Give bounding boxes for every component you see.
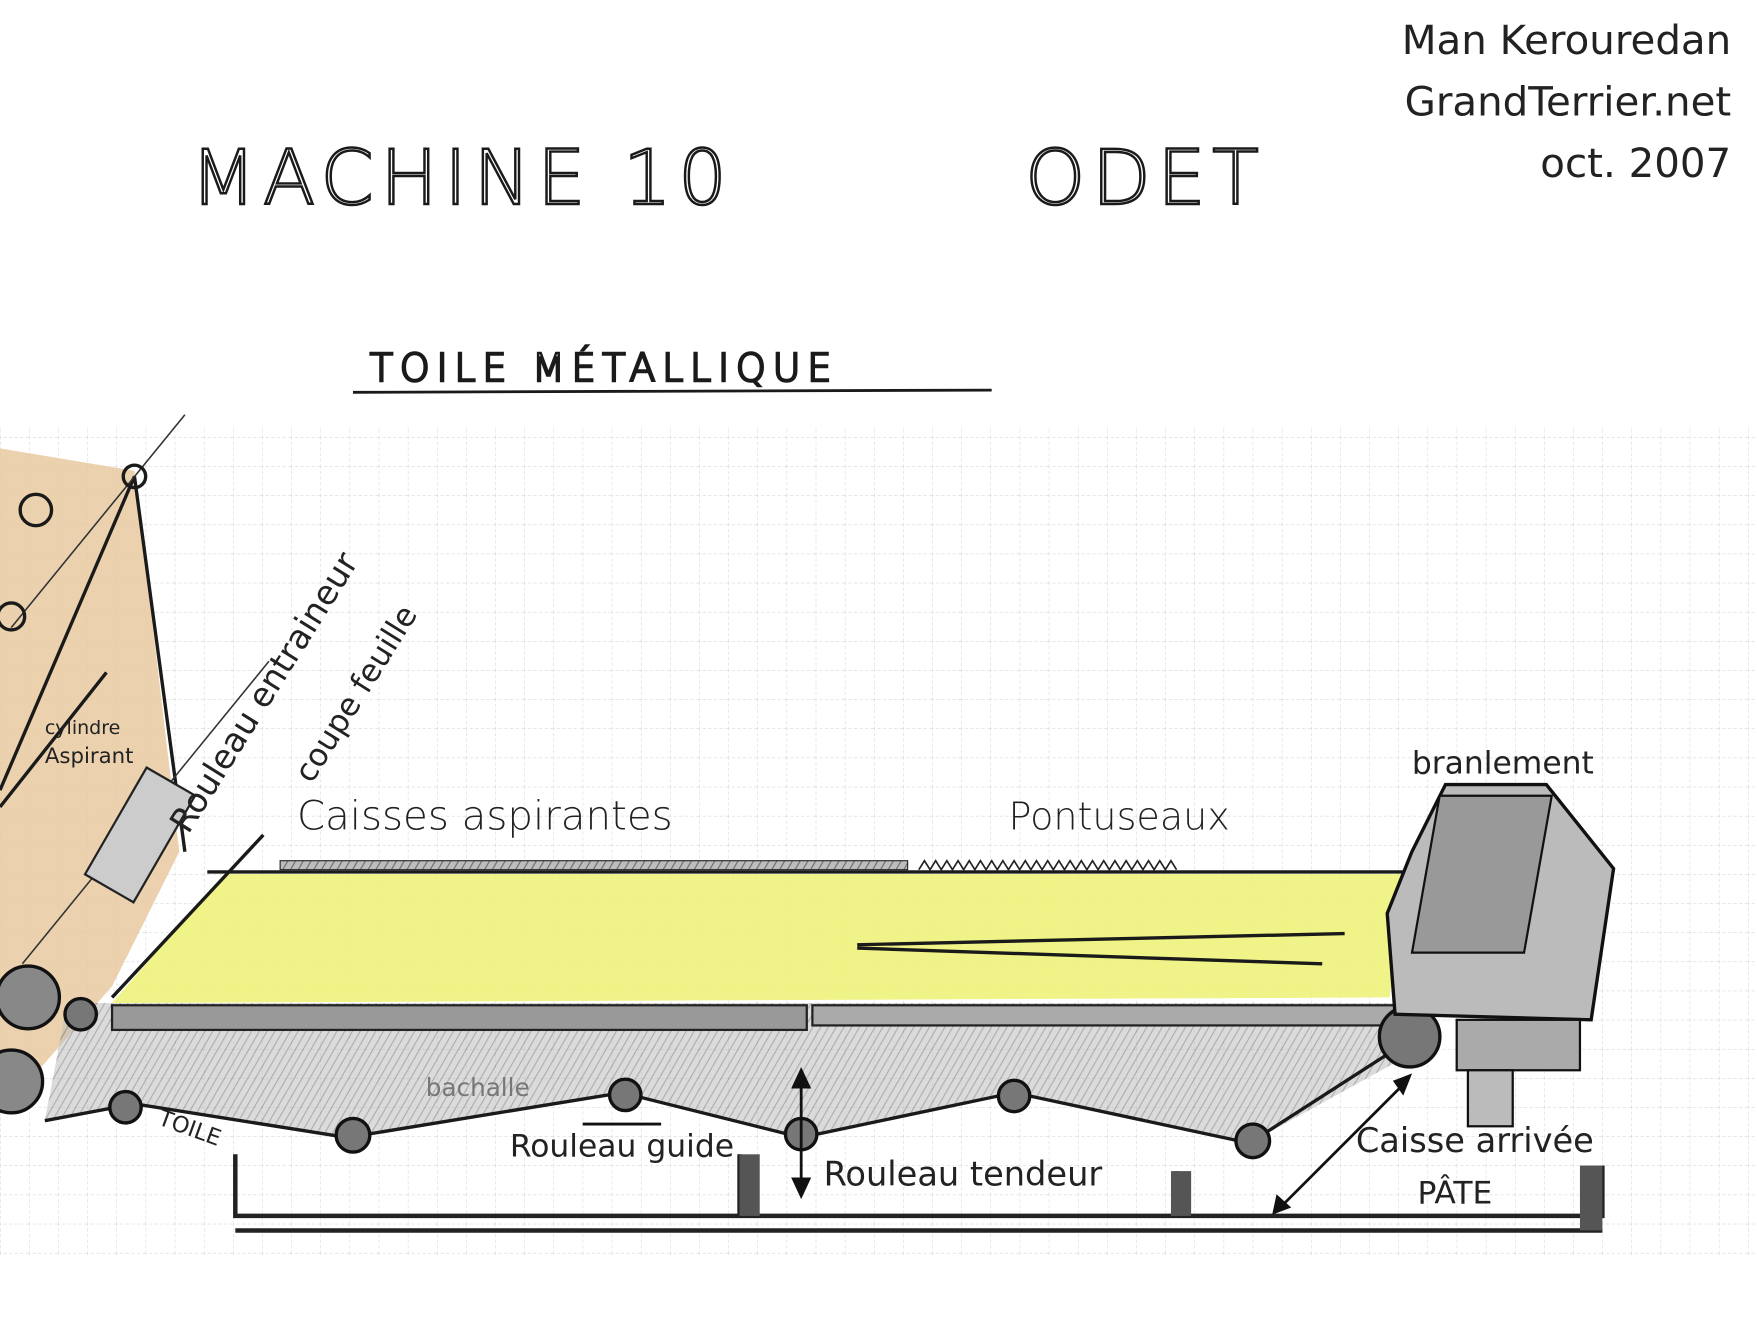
- wire-line: [857, 946, 1323, 966]
- frame-post: [1170, 1171, 1192, 1216]
- label-rouleau-guide: Rouleau guide: [510, 1129, 734, 1165]
- caisse-arrivee-box: [1385, 782, 1616, 1128]
- label-bachalle: bachalle: [426, 1073, 530, 1102]
- roller: [18, 492, 54, 528]
- subtitle: TOILE MÉTALLIQUE: [370, 346, 838, 390]
- caisses-aspirantes-bottom: [110, 1004, 808, 1032]
- title-name: ODET: [1025, 133, 1265, 222]
- roller: [0, 601, 27, 632]
- label-aspirant: Aspirant: [45, 744, 134, 769]
- frame-post: [1579, 1165, 1603, 1231]
- credit-author: Man Kerouredan: [1402, 17, 1731, 64]
- caisses-aspirantes-top: [279, 860, 909, 871]
- credit-site: GrandTerrier.net: [1405, 79, 1732, 126]
- felt-line: [0, 475, 137, 791]
- pontuseaux-bottom: [811, 1004, 1397, 1027]
- label-pontuseaux: Pontuseaux: [1008, 794, 1229, 838]
- couch-roll: [0, 964, 62, 1031]
- wire-line: [857, 931, 1345, 947]
- lower-section: [44, 1003, 1412, 1144]
- pontuseaux-top: [918, 859, 1178, 872]
- label-pate: PÂTE: [1417, 1174, 1492, 1212]
- coupe-feuille-line: [110, 833, 265, 999]
- felt-section: [0, 448, 180, 1076]
- base-frame: [233, 1154, 1605, 1233]
- label-caisse-arrivee: Caisse arrivée: [1356, 1121, 1594, 1160]
- frame-post: [739, 1154, 760, 1216]
- felt-roller: [0, 671, 108, 808]
- cylindre-aspirant: [83, 766, 197, 904]
- arrow-icons: [582, 1066, 1413, 1215]
- label-branlement: branlement: [1412, 745, 1594, 781]
- toile-metallique: [112, 874, 1407, 1004]
- title-machine: MACHINE 10: [190, 133, 733, 222]
- label-rouleau-tendeur: Rouleau tendeur: [824, 1155, 1103, 1194]
- couch-roll: [0, 1048, 45, 1115]
- subtitle-underline: [352, 388, 992, 394]
- toile-return-belt: [44, 1040, 1408, 1145]
- roller: [121, 463, 148, 490]
- credit-date: oct. 2007: [1540, 140, 1731, 187]
- guide-line: [10, 414, 186, 629]
- label-caisses-aspirantes: Caisses aspirantes: [297, 792, 673, 839]
- label-cylindre: cylindre: [45, 717, 121, 739]
